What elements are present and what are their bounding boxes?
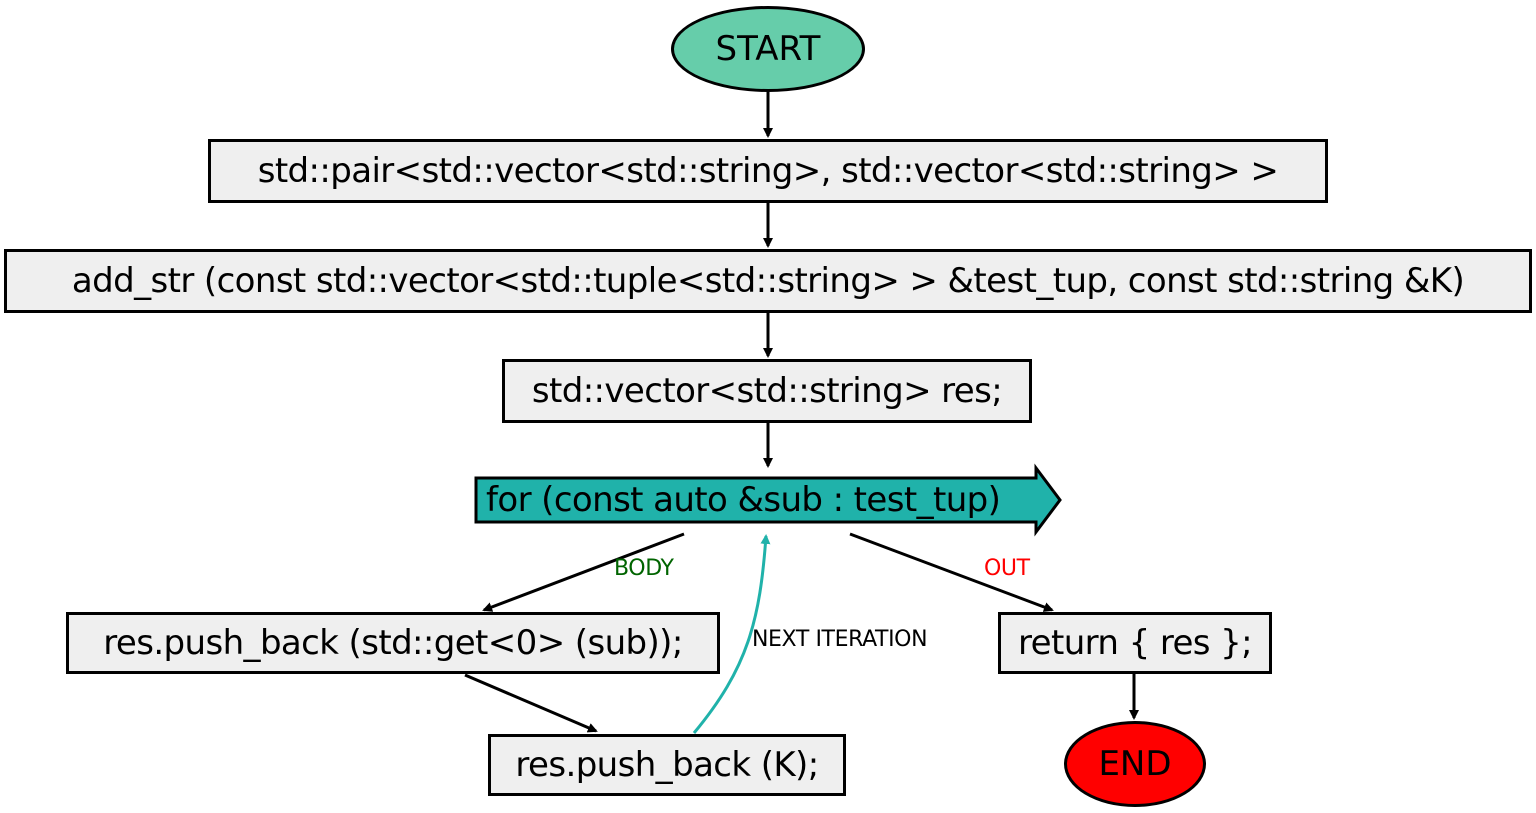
function-signature-node: add_str (const std::vector<std::tuple<st… — [4, 249, 1532, 313]
loop-node-label: for (const auto &sub : test_tup) — [486, 480, 1001, 520]
pair-decl-node: std::pair<std::vector<std::string>, std:… — [208, 139, 1328, 203]
edge-loop-out — [849, 532, 1054, 612]
push-get-node: res.push_back (std::get<0> (sub)); — [66, 612, 720, 674]
out-edge-label: OUT — [984, 556, 1030, 581]
end-node: END — [1064, 721, 1206, 807]
push-k-node: res.push_back (K); — [488, 734, 846, 796]
res-declaration-node: std::vector<std::string> res; — [502, 359, 1032, 423]
edge-next-iteration — [692, 534, 771, 734]
loop-shape — [474, 463, 1062, 537]
next-iteration-edge-label: NEXT ITERATION — [752, 627, 928, 652]
edge-pushget-to-pushk — [464, 673, 598, 733]
return-node: return { res }; — [998, 612, 1272, 674]
edge-loop-body — [482, 532, 685, 612]
body-edge-label: BODY — [614, 556, 674, 581]
start-node: START — [671, 6, 865, 92]
